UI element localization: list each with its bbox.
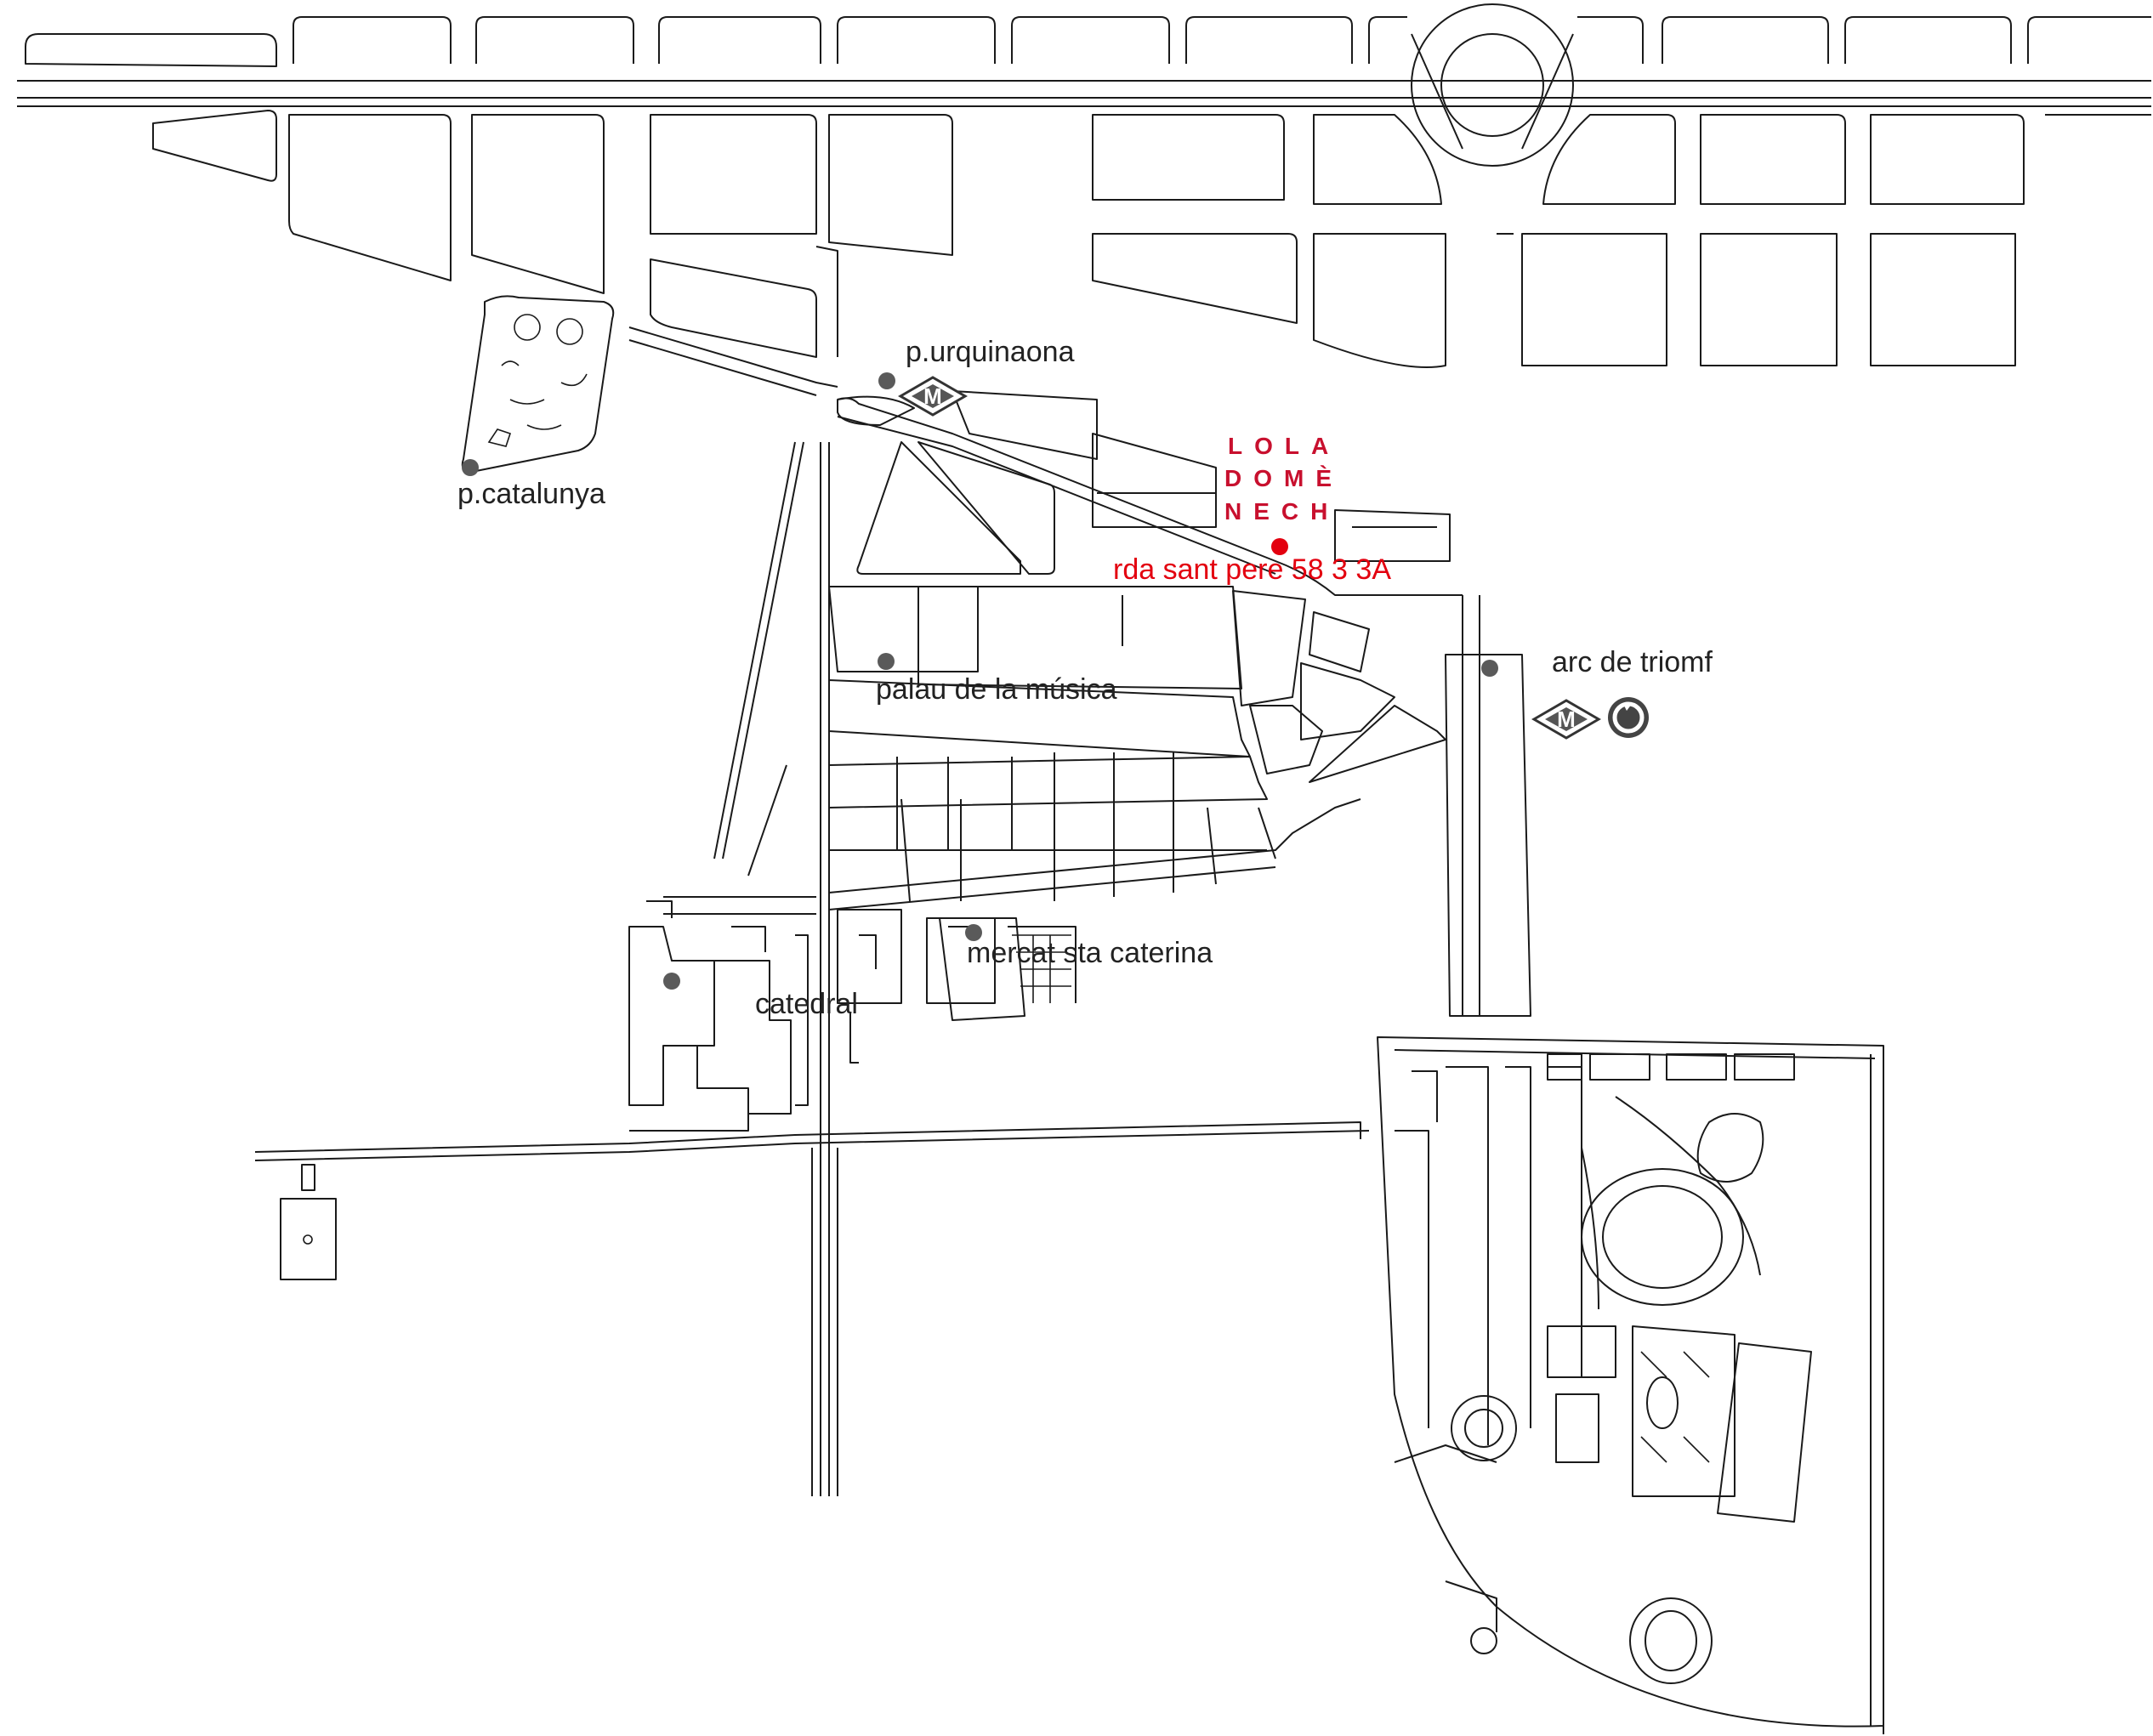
poi-dot-arc[interactable] [1481,660,1498,677]
label-palau: palau de la música [876,673,1117,706]
place-labels: p.catalunya p.urquinaona palau de la mús… [457,336,1713,1020]
poi-markers [462,372,1498,990]
label-mercat: mercat sta caterina [967,937,1213,969]
metro-letter: M [923,383,942,409]
metro-icon[interactable]: M [1531,699,1601,740]
brand-logo: LOLA DOMÈ NECH [1224,433,1343,525]
label-catedral: catedral [755,988,858,1020]
poi-dot-mercat[interactable] [965,924,982,941]
label-urquinaona: p.urquinaona [906,336,1075,368]
brand-line-1: LOLA [1228,433,1340,459]
label-catalunya: p.catalunya [457,478,605,510]
address-label: rda sant pere 58 3 3A [1113,553,1391,586]
street-network [17,3,2151,1734]
brand-line-3: NECH [1224,498,1339,525]
brand-line-2: DOMÈ [1224,465,1343,491]
poi-dot-palau[interactable] [878,653,895,670]
poi-dot-urquinaona[interactable] [878,372,895,389]
poi-dot-catedral[interactable] [663,973,680,990]
home-location-dot[interactable] [1271,538,1288,555]
metro-icon[interactable]: M [898,376,968,417]
poi-dot-catalunya[interactable] [462,459,479,476]
rodalies-icon[interactable] [1608,697,1649,738]
label-arc: arc de triomf [1552,646,1713,678]
metro-letter: M [1557,706,1576,732]
